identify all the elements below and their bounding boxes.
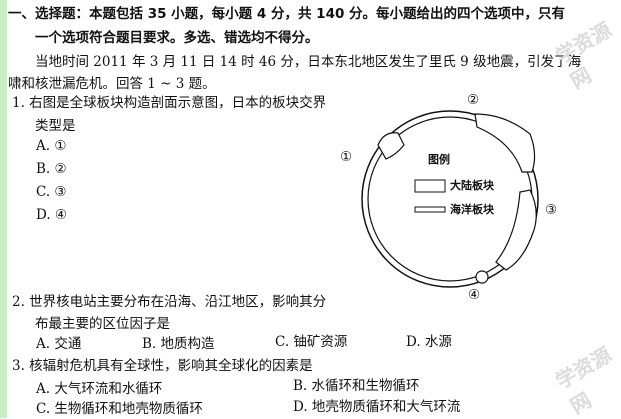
q3-option-c: C. 生物循环和地壳物质循环 [36,401,203,417]
legend-title: 图例 [428,153,450,166]
continental-plate-3 [495,189,537,271]
q2-text-cont: 布最主要的区位因子是 [35,316,170,332]
q1-option-a: A. ① [36,138,67,154]
legend-oceanic-swatch [414,206,446,213]
continental-plate-1 [377,132,405,160]
q1-option-c: C. ③ [36,184,67,200]
legend-oceanic-label: 海洋板块 [450,203,494,216]
boundary-label-2: ② [467,92,480,108]
section-header-line2: 一个选项符合题目要求。多选、错选均不得分。 [35,30,319,46]
legend-continental-label: 大陆板块 [450,179,494,192]
q3-option-b: B. 水循环和生物循环 [293,378,420,394]
plate-ring-outer [361,110,539,288]
q2-text: 2. 世界核电站主要分布在沿海、沿江地区，影响其分 [12,294,327,310]
q1-option-b: B. ② [36,161,67,177]
q1-text: 1. 右图是全球板块构造剖面示意图，日本的板块交界 [12,95,327,111]
section-header-line1: 一、选择题：本题包括 35 小题，每小题 4 分，共 140 分。每小题给出的四… [8,6,566,22]
stem-line2: 啸和核泄漏危机。回答 1 ~ 3 题。 [8,76,216,92]
q2-option-c: C. 铀矿资源 [275,334,348,350]
boundary-label-4: ④ [468,287,481,303]
q2-option-d: D. 水源 [406,334,452,350]
continental-plate-2 [474,113,536,173]
stem-line1: 当地时间 2011 年 3 月 11 日 14 时 46 分，日本东北地区发生了… [35,54,582,70]
boundary-label-3: ③ [545,202,558,218]
q2-option-b: B. 地质构造 [142,336,215,352]
boundary-label-1: ① [340,149,353,165]
q1-option-d: D. ④ [36,207,68,223]
q1-text-cont: 类型是 [35,118,76,134]
legend-continental-swatch [414,179,446,193]
q3-option-a: A. 大气环流和水循环 [36,381,163,397]
q3-text: 3. 核辐射危机具有全球性，影响其全球化的因素是 [12,358,313,374]
q2-option-a: A. 交通 [36,336,82,352]
continental-plate-4 [475,270,489,284]
left-border-strip [0,0,7,418]
q3-option-d: D. 地壳物质循环和大气环流 [293,399,461,415]
